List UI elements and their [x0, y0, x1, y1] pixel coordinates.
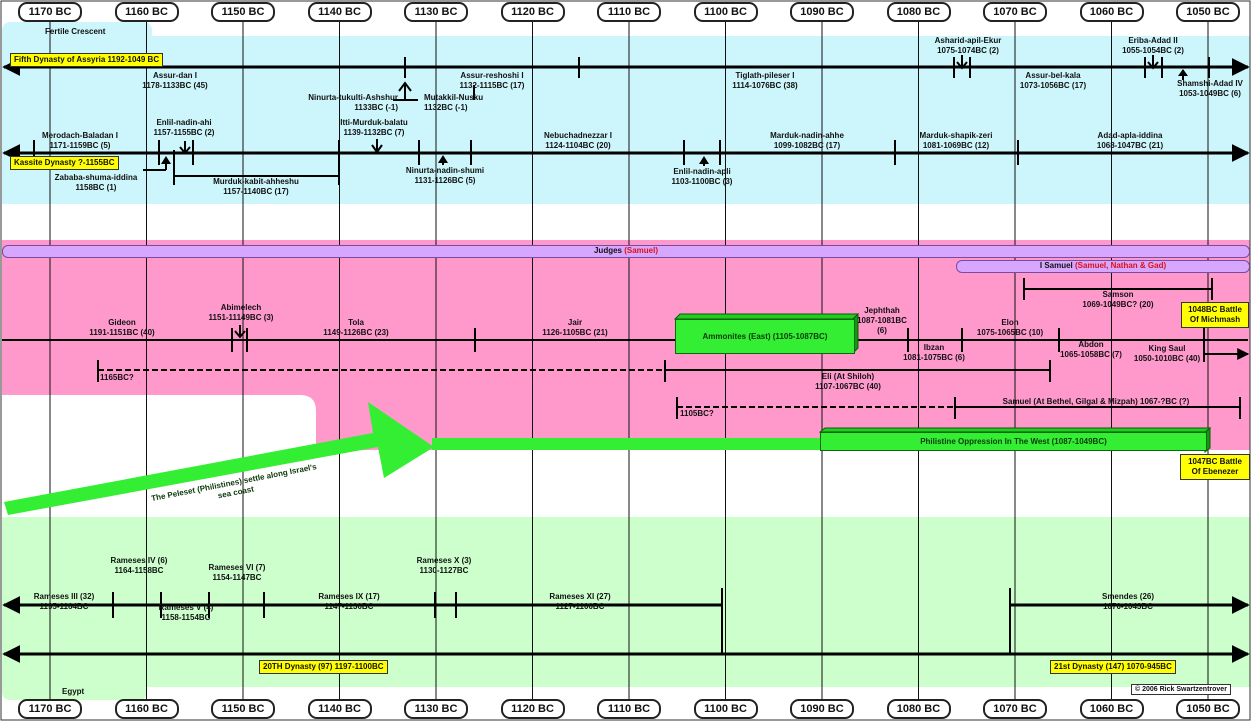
region-egypt: Egypt — [62, 687, 85, 696]
tick-top-12: 1050 BC — [1176, 2, 1240, 22]
tick-top-2: 1150 BC — [211, 2, 275, 22]
eli-start-label: 1165BC? — [100, 373, 134, 382]
pharaoh-rameses-x: Rameses X (3)1130-1127BC — [416, 556, 472, 575]
tick-bottom-4: 1130 BC — [404, 699, 468, 719]
pharaoh-rameses-ix: Rameses IX (17)1147-1130BC — [318, 592, 380, 611]
tick-bottom-1: 1160 BC — [114, 699, 179, 719]
tick-bottom-10: 1070 BC — [983, 699, 1047, 719]
tick-top-10: 1070 BC — [983, 2, 1047, 22]
samuel-label: Samuel (At Bethel, Gilgal & Mizpah) 1067… — [1002, 397, 1190, 406]
assyria-dynasty-label: Fifth Dynasty of Assyria 1192-1049 BC — [10, 53, 164, 67]
peleset-arrow — [4, 402, 434, 515]
pharaoh-rameses-v: Rameses V (4)1158-1154BC — [158, 603, 214, 622]
battle-ebenezer-callout: 1047BC Battle Of Ebenezer — [1180, 454, 1250, 480]
tick-bottom-12: 1050 BC — [1176, 699, 1240, 719]
tick-bottom-2: 1150 BC — [211, 699, 275, 719]
tick-bottom-8: 1090 BC — [790, 699, 854, 719]
tick-top-4: 1130 BC — [404, 2, 468, 22]
fertile-crescent-tab — [2, 22, 152, 42]
kassite-dynasty-label: Kassite Dynasty ?-1155BC — [10, 156, 119, 170]
region-fertile-crescent: Fertile Crescent — [45, 27, 106, 36]
samuel-start-label: 1105BC? — [680, 409, 714, 418]
judges-bar: Judges (Samuel) — [2, 245, 1250, 258]
pharaoh-rameses-vi: Rameses VI (7)1154-1147BC — [208, 563, 266, 582]
tick-top-7: 1100 BC — [693, 2, 758, 22]
pharaoh-rameses-iii: Rameses III (32)1195-1164BC — [33, 592, 95, 611]
dynasty-20-label: 20TH Dynasty (97) 1197-1100BC — [259, 660, 388, 674]
egypt-tab — [2, 680, 147, 700]
tick-bottom-0: 1170 BC — [18, 699, 82, 719]
battle-michmash-callout: 1048BC Battle Of Michmash — [1181, 302, 1249, 328]
tick-bottom-11: 1060 BC — [1079, 699, 1144, 719]
tick-top-8: 1090 BC — [790, 2, 854, 22]
tick-bottom-7: 1100 BC — [693, 699, 758, 719]
first-samuel-bar: I Samuel (Samuel, Nathan & Gad) — [956, 260, 1250, 273]
eli-label: Eli (At Shiloh)1107-1067BC (40) — [815, 372, 881, 391]
tick-top-5: 1120 BC — [500, 2, 565, 22]
tick-top-0: 1170 BC — [18, 2, 82, 22]
tick-top-3: 1140 BC — [307, 2, 372, 22]
philistine-oppression-box: Philistine Oppression In The West (1087-… — [820, 432, 1207, 451]
copyright-notice: © 2006 Rick Swartzentrover — [1131, 684, 1231, 695]
pharaoh-smendes: Smendes (26)1070-1043BC — [1101, 592, 1155, 611]
tick-top-9: 1080 BC — [886, 2, 951, 22]
pharaoh-rameses-iv: Rameses IV (6)1164-1158BC — [110, 556, 168, 575]
tick-top-11: 1060 BC — [1079, 2, 1144, 22]
pharaoh-rameses-xi: Rameses XI (27)1127-1100BC — [549, 592, 611, 611]
tick-bottom-9: 1080 BC — [886, 699, 951, 719]
tick-bottom-6: 1110 BC — [597, 699, 661, 719]
ammonites-box: Ammonites (East) (1105-1087BC) — [675, 319, 855, 354]
tick-bottom-5: 1120 BC — [500, 699, 565, 719]
israel-notch — [2, 395, 316, 450]
tick-top-1: 1160 BC — [114, 2, 179, 22]
dynasty-21-label: 21st Dynasty (147) 1070-945BC — [1050, 660, 1176, 674]
tick-bottom-3: 1140 BC — [307, 699, 372, 719]
tick-top-6: 1110 BC — [597, 2, 661, 22]
